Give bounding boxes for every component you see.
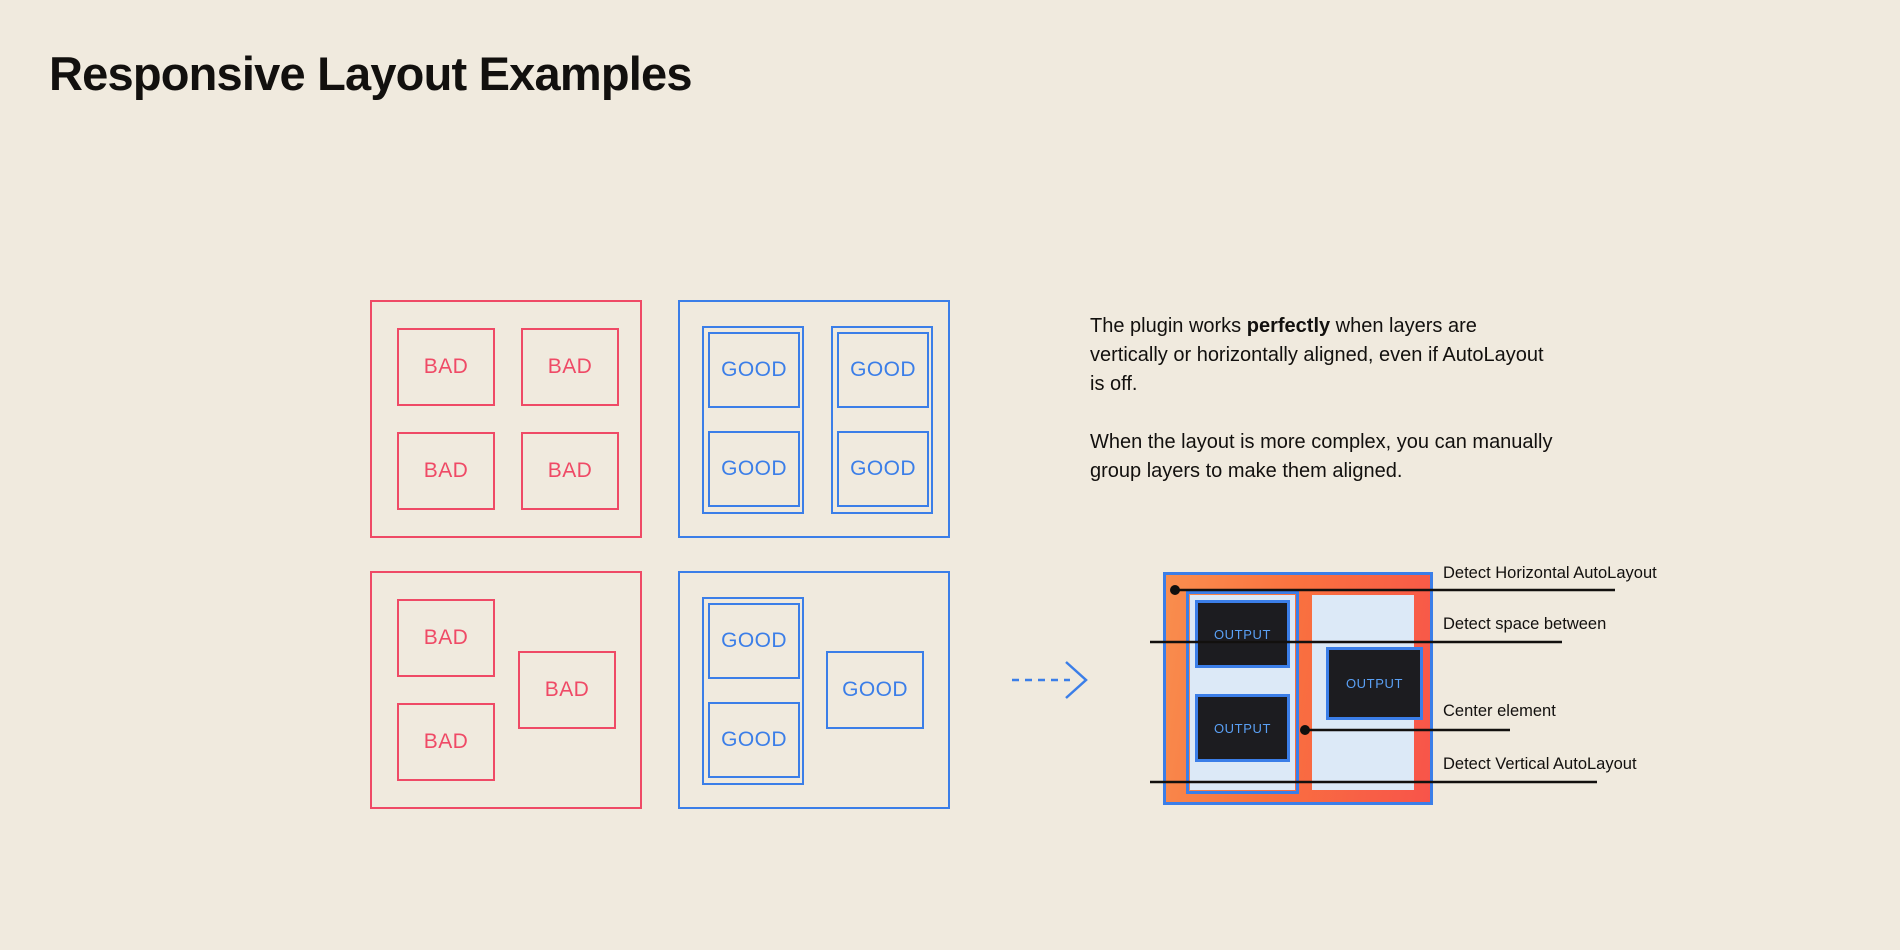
description-paragraph-2: When the layout is more complex, you can… — [1090, 431, 1553, 482]
layer-group: GOOD GOOD — [702, 597, 804, 785]
dashed-arrow-right-icon — [1010, 660, 1090, 700]
layer-group: GOOD GOOD — [702, 326, 804, 514]
good-box: GOOD — [708, 603, 800, 679]
vertical-autolayout-frame — [1186, 591, 1299, 794]
good-box: GOOD — [837, 332, 929, 408]
annotation-label-center-element: Center element — [1443, 702, 1556, 720]
annotation-label-space-between: Detect space between — [1443, 615, 1607, 633]
paragraph-1-part-after: when layers are vertically or horizontal… — [1090, 315, 1544, 395]
good-box: GOOD — [837, 431, 929, 507]
bad-box: BAD — [397, 432, 495, 510]
good-box: GOOD — [826, 651, 924, 729]
example-panel-bad-grid: BAD BAD BAD BAD — [370, 300, 642, 538]
bad-box: BAD — [521, 432, 619, 510]
output-box: OUTPUT — [1195, 600, 1290, 668]
bad-box: BAD — [397, 328, 495, 406]
layer-group: GOOD GOOD — [831, 326, 933, 514]
output-box: OUTPUT — [1326, 647, 1423, 720]
paragraph-1-part-before: The plugin works — [1090, 315, 1247, 337]
annotation-label-vertical-autolayout: Detect Vertical AutoLayout — [1443, 755, 1637, 773]
example-panel-good-complex: GOOD GOOD GOOD — [678, 571, 950, 809]
example-panel-good-grid: GOOD GOOD GOOD GOOD — [678, 300, 950, 538]
example-panel-bad-complex: BAD BAD BAD — [370, 571, 642, 809]
bad-box: BAD — [521, 328, 619, 406]
bad-box: BAD — [397, 599, 495, 677]
autolayout-detection-mockup: OUTPUT OUTPUT OUTPUT — [1163, 572, 1433, 805]
paragraph-1-bold-word: perfectly — [1246, 315, 1331, 337]
bad-box: BAD — [518, 651, 616, 729]
output-box: OUTPUT — [1195, 694, 1290, 762]
description-paragraph-1: The plugin works perfectly when layers a… — [1090, 312, 1560, 399]
good-box: GOOD — [708, 332, 800, 408]
page-title: Responsive Layout Examples — [49, 47, 692, 100]
description-text-block: The plugin works perfectly when layers a… — [1090, 312, 1560, 486]
bad-box: BAD — [397, 703, 495, 781]
good-box: GOOD — [708, 702, 800, 778]
layout-examples-grid: BAD BAD BAD BAD GOOD GOOD GOOD GOOD BAD … — [370, 300, 970, 810]
good-box: GOOD — [708, 431, 800, 507]
annotation-label-horizontal-autolayout: Detect Horizontal AutoLayout — [1443, 564, 1657, 582]
